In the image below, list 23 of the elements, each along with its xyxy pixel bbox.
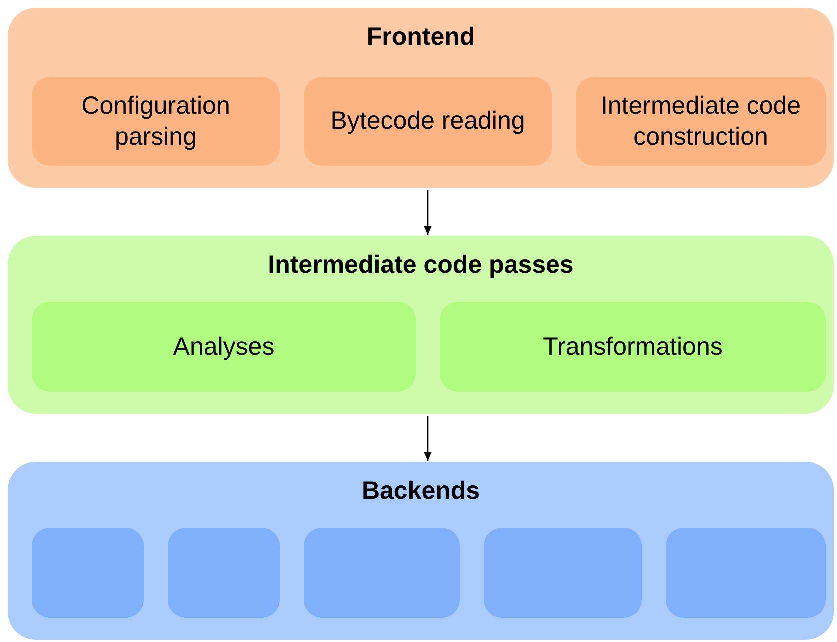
empty-box (32, 528, 144, 618)
process-box (32, 77, 280, 166)
arrow (424, 416, 432, 461)
group-panel (8, 462, 834, 640)
empty-box (168, 528, 280, 618)
process-box (32, 302, 416, 392)
empty-box (666, 528, 826, 618)
box-label: Transformations (543, 332, 723, 362)
process-box (576, 77, 826, 166)
empty-box (484, 528, 642, 618)
group-panel (8, 8, 834, 188)
arrow (424, 190, 432, 235)
group-title: Intermediate code passes (267, 250, 575, 281)
group-title: Frontend (366, 22, 476, 53)
box-label: Bytecode reading (330, 106, 526, 137)
group-panel (8, 236, 834, 414)
group-title: Backends (360, 476, 482, 507)
process-box (304, 77, 552, 166)
process-box (440, 302, 826, 392)
box-label: Configuration parsing (80, 90, 232, 152)
box-label: Analyses (173, 332, 275, 362)
box-label: Intermediate code construction (600, 90, 802, 152)
empty-box (304, 528, 460, 618)
